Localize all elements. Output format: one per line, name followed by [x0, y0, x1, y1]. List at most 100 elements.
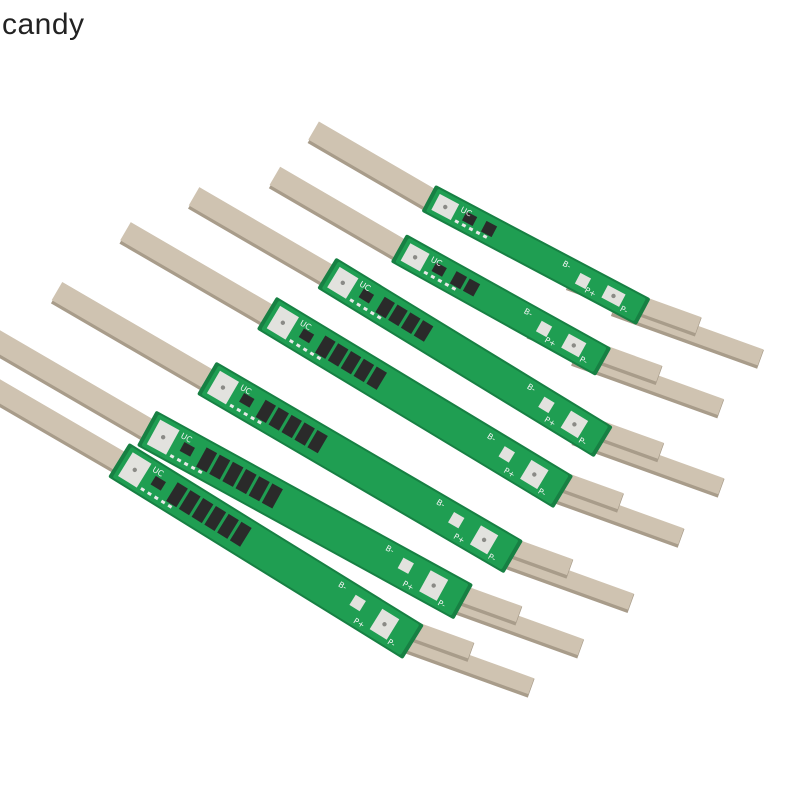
- mosfet-chip: [375, 296, 395, 319]
- smd-component: [468, 226, 474, 232]
- silkscreen-p-minus: P-: [536, 487, 547, 499]
- mosfet-chip: [353, 358, 375, 383]
- mosfet-chip: [235, 469, 257, 495]
- nickel-strip-top: [119, 222, 287, 334]
- smd-component: [302, 347, 308, 352]
- mosfet-chip: [413, 320, 434, 342]
- smd-component: [362, 306, 368, 312]
- mosfet-chip: [315, 335, 336, 359]
- nickel-strip-body: [0, 330, 166, 445]
- smd-component: [167, 503, 173, 509]
- nickel-strip-body: [0, 379, 138, 478]
- smd-component: [288, 339, 294, 344]
- mosfet-chip: [191, 498, 214, 524]
- solder-dot: [611, 293, 616, 299]
- control-ic: [461, 211, 478, 226]
- silkscreen-p-minus: P-: [486, 552, 497, 564]
- smd-component: [169, 454, 175, 459]
- pcb-board: UCP+P-B-: [391, 234, 611, 376]
- mosfet-chip: [178, 490, 201, 516]
- silkscreen-b-minus: B-: [525, 382, 537, 394]
- mosfet-chip: [261, 483, 283, 509]
- solder-dot: [382, 622, 387, 627]
- control-ic: [179, 442, 195, 457]
- mosfet-chip: [400, 312, 421, 334]
- silkscreen-p-minus: P-: [618, 304, 629, 316]
- nickel-strip-top: [50, 281, 227, 399]
- mosfet-chip: [366, 366, 387, 390]
- smd-component: [475, 230, 481, 236]
- pcb-board: UCP+P-B-: [422, 185, 650, 325]
- mosfet-chip: [229, 521, 252, 547]
- smd-component: [451, 286, 457, 291]
- mosfet-chip: [196, 447, 218, 473]
- output-pad: [574, 272, 592, 290]
- mosfet-chip: [294, 422, 315, 446]
- smd-component: [243, 411, 249, 417]
- control-ic: [431, 262, 447, 277]
- smd-component: [482, 234, 488, 239]
- smd-component: [197, 469, 203, 475]
- smd-component: [454, 219, 460, 224]
- solder-dot: [412, 255, 418, 260]
- pcb-board: UCP+P-B-: [108, 443, 424, 659]
- solder-dot: [481, 537, 487, 543]
- smd-component: [356, 302, 362, 308]
- nickel-strip-top: [188, 187, 347, 294]
- silkscreen-b-minus: B-: [435, 498, 447, 510]
- output-pad: [538, 396, 555, 414]
- control-ic: [358, 288, 375, 304]
- smd-component: [316, 355, 322, 361]
- mosfet-chip: [327, 343, 349, 367]
- control-ic: [298, 328, 315, 344]
- solder-dot: [160, 435, 166, 440]
- pcb-board: UCP+P-B-: [197, 362, 523, 573]
- solder-dot: [532, 472, 537, 477]
- mosfet-chip: [217, 513, 239, 539]
- mosfet-chip: [268, 407, 289, 431]
- mosfet-chip: [307, 429, 328, 454]
- output-pad: [448, 511, 465, 529]
- silkscreen-b-minus: B-: [486, 432, 498, 444]
- nickel-strip-top: [0, 330, 167, 449]
- smd-component: [444, 282, 450, 287]
- mosfet-chip: [222, 461, 244, 487]
- smd-component: [257, 419, 262, 425]
- smd-component: [309, 351, 315, 357]
- smd-component: [153, 495, 159, 501]
- smd-component: [250, 415, 256, 421]
- mosfet-chip: [340, 351, 362, 375]
- control-ic: [239, 392, 255, 408]
- mosfet-chip: [281, 414, 302, 439]
- silkscreen-b-minus: B-: [337, 580, 349, 592]
- output-pad: [397, 557, 414, 574]
- smd-component: [369, 310, 375, 316]
- solder-dot: [340, 280, 345, 286]
- solder-dot: [280, 320, 286, 325]
- smd-component: [229, 403, 235, 409]
- nickel-strip-body: [308, 121, 448, 215]
- nickel-strip-top: [268, 166, 419, 269]
- smd-component: [140, 487, 146, 492]
- pcb-board: UCP+P-B-: [137, 411, 473, 619]
- pcb-board: UCP+P-B-: [317, 258, 613, 457]
- silkscreen-p-minus: P-: [578, 355, 589, 367]
- nickel-strip-body: [269, 166, 418, 265]
- mosfet-chip: [462, 278, 481, 297]
- mosfet-chip: [204, 505, 227, 531]
- mosfet-chip: [255, 399, 277, 424]
- nickel-strip-body: [120, 222, 286, 331]
- mosfet-chip: [480, 220, 498, 238]
- output-pad: [349, 594, 366, 612]
- mosfet-chip: [388, 304, 408, 327]
- pcb-board: UCP+P-B-: [257, 297, 573, 508]
- solder-dot: [571, 343, 576, 348]
- pcb-surface: [395, 238, 607, 372]
- mosfet-chip: [209, 454, 231, 480]
- silkscreen-b-minus: B-: [561, 259, 573, 271]
- smd-component: [349, 298, 355, 303]
- smd-component: [176, 457, 182, 463]
- mosfet-chip: [166, 482, 188, 508]
- smd-component: [190, 465, 196, 471]
